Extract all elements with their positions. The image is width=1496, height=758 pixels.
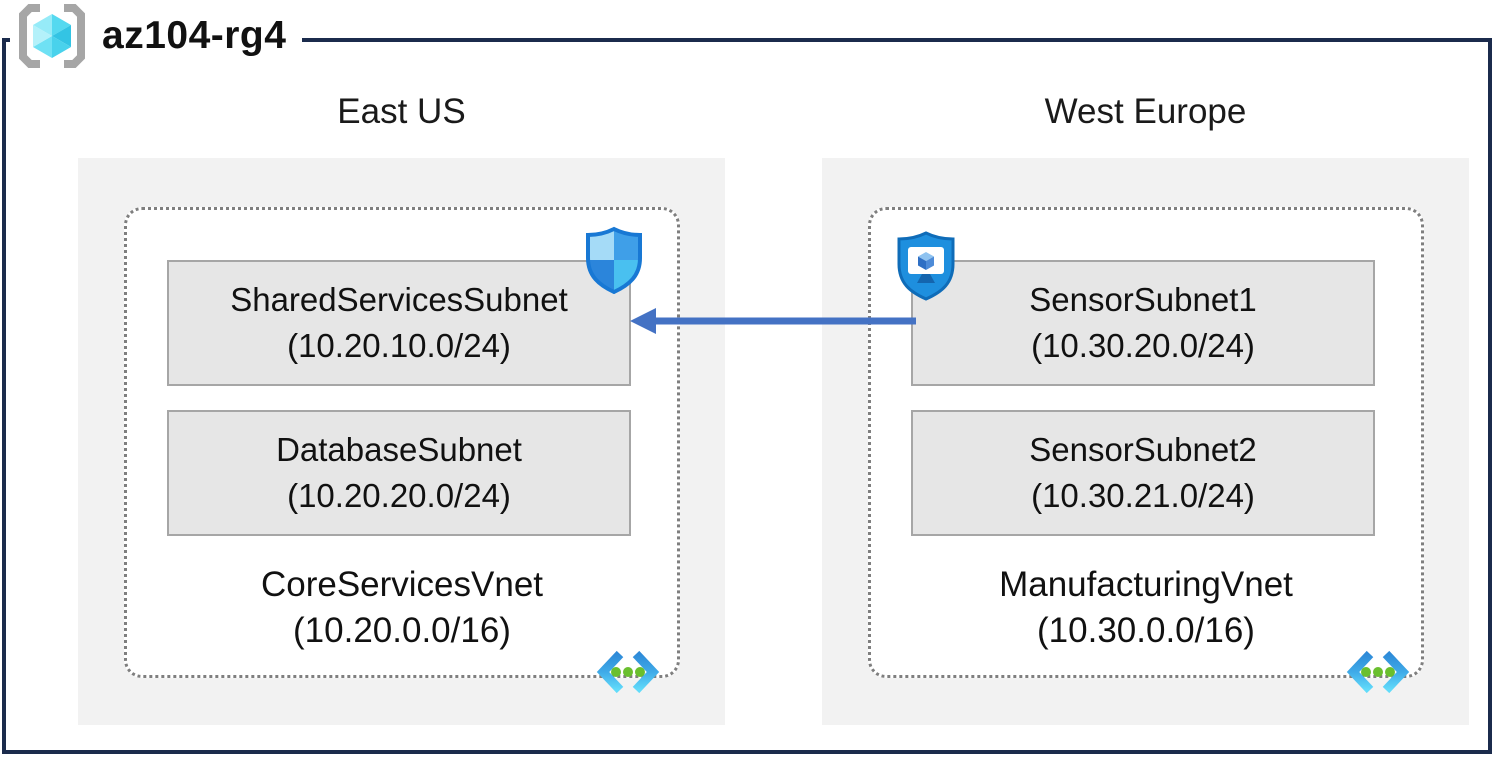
subnet-sharedservices: SharedServicesSubnet (10.20.10.0/24) [167,260,631,386]
subnet-name: SharedServicesSubnet [230,281,568,319]
resource-group-icon [19,4,85,68]
vnet-label-manufacturing: ManufacturingVnet (10.30.0.0/16) [871,562,1421,654]
defender-shield-icon [586,226,642,294]
vnet-label-coreservices: CoreServicesVnet (10.20.0.0/16) [127,562,677,654]
resource-group-frame [2,38,1492,754]
subnet-cidr: (10.30.20.0/24) [1031,327,1255,364]
subnet-database: DatabaseSubnet (10.20.20.0/24) [167,410,631,536]
resource-group-legend: az104-rg4 [10,4,303,68]
bastion-shield-icon [897,231,955,301]
virtual-network-icon [596,650,660,694]
vnet-cidr: (10.30.0.0/16) [1037,611,1255,651]
resource-group-title: az104-rg4 [102,14,287,57]
vnet-cidr: (10.20.0.0/16) [293,611,511,651]
subnet-sensor1: SensorSubnet1 (10.30.20.0/24) [911,260,1375,386]
region-heading-east-us: East US [337,92,466,131]
subnet-name: DatabaseSubnet [276,431,522,469]
vnet-name: ManufacturingVnet [999,565,1293,604]
vnet-name: CoreServicesVnet [260,565,544,604]
subnet-sensor2: SensorSubnet2 (10.30.21.0/24) [911,410,1375,536]
subnet-name: SensorSubnet2 [1029,431,1257,469]
subnet-cidr: (10.20.10.0/24) [287,327,511,364]
vnet-box-manufacturing: SensorSubnet1 (10.30.20.0/24) SensorSubn… [868,207,1424,678]
region-heading-west-europe: West Europe [1044,92,1247,131]
subnet-name: SensorSubnet1 [1029,281,1257,319]
vnet-box-coreservices: SharedServicesSubnet (10.20.10.0/24) Dat… [124,207,680,678]
subnet-cidr: (10.20.20.0/24) [287,477,511,514]
virtual-network-icon [1346,650,1410,694]
subnet-cidr: (10.30.21.0/24) [1031,477,1255,514]
